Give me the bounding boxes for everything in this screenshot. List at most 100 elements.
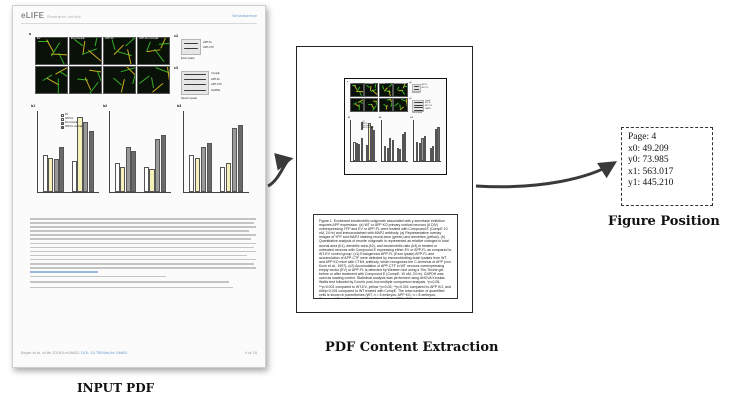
position-y0: y0: 73.985 [628, 155, 669, 165]
chart-bar [48, 157, 54, 192]
blot-band [183, 48, 199, 50]
position-page: Page: 4 [628, 132, 657, 142]
chart-bar [42, 155, 48, 192]
legend-entry: EV [65, 112, 69, 116]
micrograph-panel [393, 97, 408, 112]
legend-swatch [61, 126, 64, 129]
chart-bar [399, 149, 402, 161]
legend-entry: APP-FL+CompE [65, 124, 83, 128]
legend-swatch [61, 118, 64, 121]
chart-bar [53, 159, 59, 192]
figure-position-box: Page: 4 x0: 49.209 y0: 73.985 x1: 563.01… [621, 127, 713, 206]
panel-label-b1: b1 [347, 117, 351, 120]
chart-bar [120, 167, 126, 192]
chart-bar [368, 122, 371, 161]
pdf-footer-doi-link[interactable]: DOI: 10.7554/eLife.19683 [81, 350, 127, 355]
western-blot-c1 [412, 84, 421, 93]
chart-bar [418, 143, 422, 161]
column-header: EV [350, 83, 353, 85]
chart-bar [238, 124, 244, 192]
panel-label-a: a [347, 81, 349, 83]
micrograph-panel [393, 83, 408, 98]
panel-label-c1: c2 [409, 82, 412, 84]
arrow-extraction-to-position [475, 161, 618, 189]
legend-entry: APP-FL [65, 116, 74, 120]
chart-bar [384, 146, 387, 161]
column-header: APP-FL+CompE [394, 83, 407, 85]
position-y1: y1: 445.210 [628, 178, 674, 188]
micrograph-panel [364, 97, 379, 112]
chart-bar [88, 130, 94, 192]
legend-swatch [360, 123, 363, 126]
blot-caption: Exon lysate [181, 57, 195, 60]
bar-chart-b3 [413, 120, 442, 162]
micrograph-panel [35, 37, 68, 65]
blot-caption: Exon lysate [412, 93, 421, 95]
chart-bar [404, 131, 407, 161]
chart-bar [131, 151, 137, 192]
blot-band [183, 74, 207, 76]
chart-bar [434, 128, 437, 161]
blot-label: GAPDH [211, 88, 221, 92]
micrograph-panel [35, 66, 68, 94]
blot-band [183, 42, 199, 45]
legend-entry: APP-FL+CompE [362, 127, 374, 129]
micrograph-panel [364, 83, 379, 98]
pdf-page-number: 4 of 18 [244, 350, 257, 355]
chart-bar [232, 128, 238, 192]
blot-label: APP-FL [421, 85, 428, 87]
bar-chart-b1 [350, 120, 378, 162]
chart-bar [370, 125, 373, 161]
chart-bar [373, 129, 376, 161]
chart-bar [401, 133, 404, 161]
figure-position-label: Figure Position [608, 214, 720, 229]
western-blot-c1 [181, 39, 201, 55]
panel-label-b1: b1 [31, 104, 36, 108]
input-caption-lines [30, 218, 256, 291]
chart-bar [125, 146, 131, 192]
bar-chart-b1 [37, 111, 99, 193]
micrograph-panel [349, 97, 364, 112]
chart-bar [396, 148, 399, 161]
blot-label: APP-FL [203, 41, 213, 44]
blot-label: APP-FL [211, 77, 221, 81]
chart-bar [432, 146, 435, 161]
chart-bar [77, 116, 83, 192]
chart-bar [389, 138, 392, 161]
panel-label-c2: c3 [409, 98, 412, 101]
blot-label: APP-CTF [421, 87, 429, 89]
panel-label-b2: b2 [378, 117, 382, 120]
chart-bar [391, 140, 394, 161]
column-header: EV+CompE [71, 37, 85, 40]
position-x1: x1: 563.017 [628, 166, 674, 177]
legend-swatch [360, 125, 363, 128]
chart-bar [437, 126, 440, 161]
blot-label: APP-CTF [211, 83, 223, 86]
western-blot-c2 [181, 71, 209, 95]
blot-band [183, 90, 207, 92]
column-header: APP-FL [379, 83, 386, 85]
extracted-caption-box: Figure 1. Exuberant exodendritic outgrow… [313, 214, 458, 299]
bar-chart-b3 [183, 111, 249, 193]
legend-entry: EV [362, 121, 365, 123]
pdf-section-header: Neuroscience [232, 13, 257, 18]
panel-label-b2: b2 [103, 104, 108, 108]
chart-bar [188, 155, 195, 192]
chart-bar [226, 163, 232, 192]
chart-bar [220, 167, 226, 192]
blot-band [413, 110, 423, 112]
blot-band [413, 104, 423, 106]
column-header: APP-FL [105, 37, 115, 40]
blot-label: APP-CTF [203, 46, 215, 49]
blot-band [413, 102, 423, 104]
blot-label: APP-FL [425, 103, 431, 105]
chart-bar [59, 146, 65, 192]
column-header: EV [37, 37, 41, 40]
chart-bar [421, 138, 424, 161]
panel-label-b3: b3 [177, 104, 182, 108]
chart-bar [416, 142, 419, 161]
chart-bar [114, 163, 120, 192]
chart-bar [149, 169, 155, 192]
